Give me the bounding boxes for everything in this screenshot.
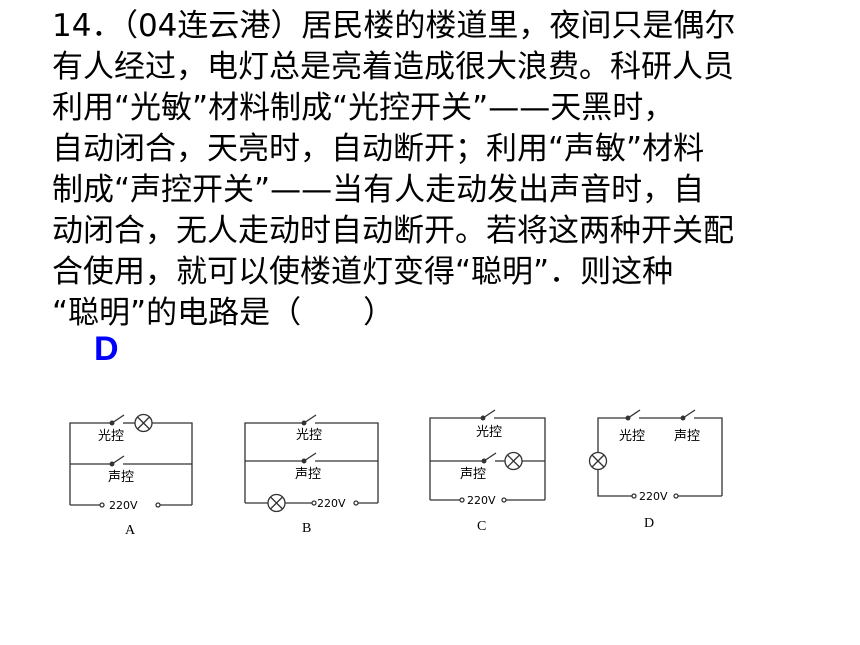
- option-label-d: D: [644, 516, 654, 531]
- light-switch-label: 光控: [619, 429, 645, 444]
- lamp-icon: [504, 451, 523, 471]
- sound-switch-label: 声控: [108, 470, 134, 485]
- voltage-label: 220V: [639, 490, 668, 503]
- question-line: 动闭合，无人走动时自动断开。若将这两种开关配: [52, 213, 734, 249]
- circuit-a: 光控 声控 220V A: [69, 413, 193, 538]
- voltage-label: 220V: [317, 497, 346, 510]
- voltage-label: 220V: [467, 494, 496, 507]
- question-line: 制成“声控开关”——当有人走动发出声音时，自: [52, 172, 705, 208]
- light-switch-label: 光控: [296, 428, 322, 443]
- lamp-icon: [134, 413, 153, 433]
- option-label-a: A: [125, 523, 136, 538]
- answer-label: D: [94, 330, 119, 368]
- question-line: 有人经过，电灯总是亮着造成很大浪费。科研人员: [52, 49, 734, 85]
- question-text: 14．（04连云港）居民楼的楼道里，夜间只是偶尔 有人经过，电灯总是亮着造成很大…: [52, 6, 832, 334]
- sound-switch-label: 声控: [295, 467, 321, 482]
- question-line: 自动闭合，天亮时，自动断开；利用“声敏”材料: [52, 131, 705, 167]
- option-label-b: B: [302, 521, 311, 536]
- voltage-label: 220V: [109, 499, 138, 512]
- light-switch-label: 光控: [98, 429, 124, 444]
- light-switch-label: 光控: [476, 425, 502, 440]
- sound-switch-label: 声控: [674, 429, 700, 444]
- question-line: “聪明”的电路是（ ）: [52, 295, 395, 331]
- question-line: 14．（04连云港）居民楼的楼道里，夜间只是偶尔: [52, 8, 736, 44]
- circuit-b: 光控 声控 220V B: [244, 414, 379, 536]
- circuit-d: 光控 声控 220V D: [588, 409, 723, 531]
- circuit-c: 光控 声控 220V C: [429, 409, 546, 534]
- lamp-icon: [588, 451, 608, 471]
- option-label-c: C: [477, 519, 486, 534]
- question-line: 利用“光敏”材料制成“光控开关”——天黑时，: [52, 90, 675, 126]
- question-line: 合使用，就可以使楼道灯变得“聪明”．则这种: [52, 254, 674, 290]
- lamp-icon: [267, 493, 286, 513]
- sound-switch-label: 声控: [460, 467, 486, 482]
- switch-blade: [111, 414, 125, 424]
